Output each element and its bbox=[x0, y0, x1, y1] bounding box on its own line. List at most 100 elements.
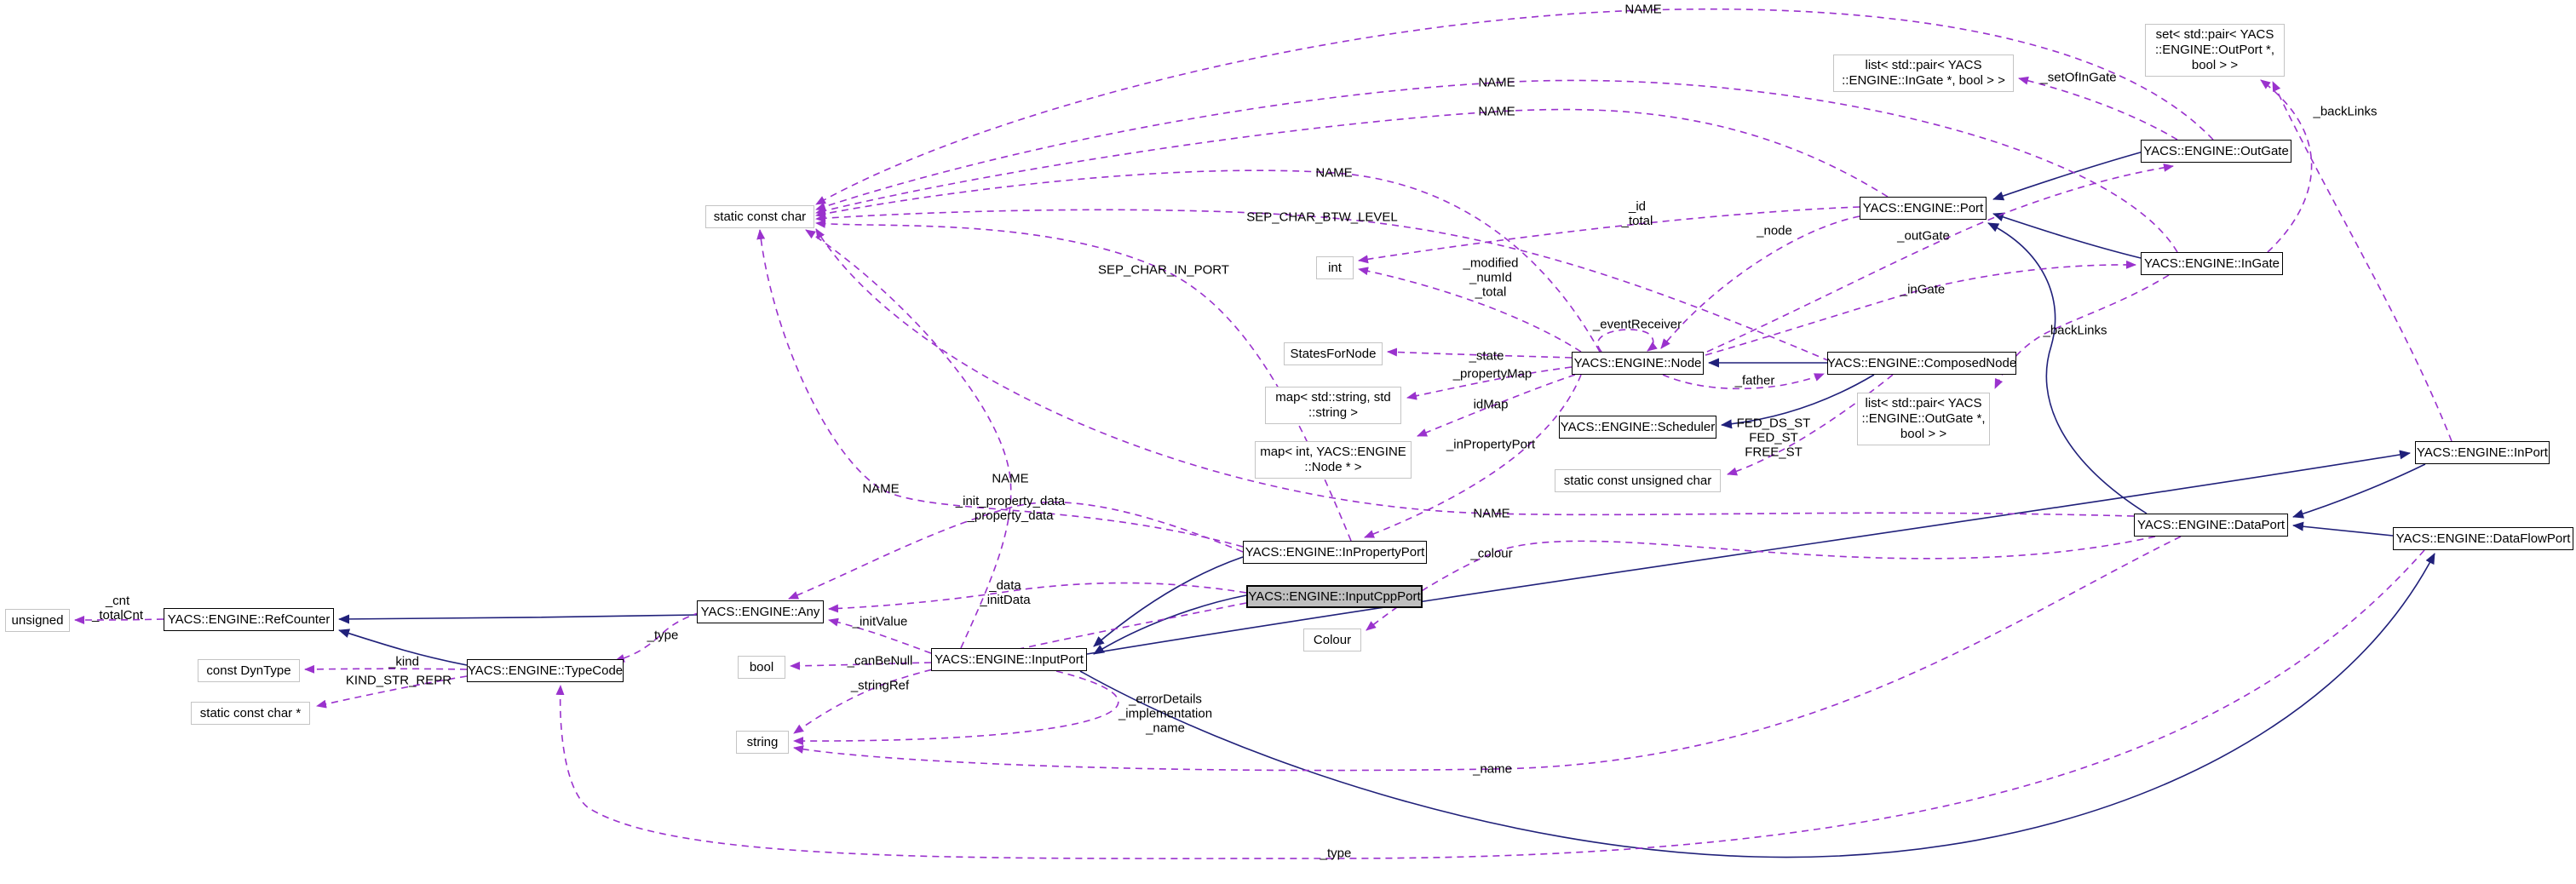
edge-label-modified-numid-total: _modified _numId _total bbox=[1463, 255, 1519, 300]
edge-port-int bbox=[1358, 206, 1860, 264]
edge-any-typecode bbox=[614, 611, 701, 663]
edge-outgate-port bbox=[1992, 151, 2144, 201]
edge-dataport-port bbox=[1987, 222, 2148, 514]
edge-ingate-port bbox=[1992, 212, 2142, 259]
edge-inputport-string bbox=[793, 670, 1119, 746]
edge-composednode-fed bbox=[1727, 374, 1894, 476]
edge-label-type-any: _type bbox=[647, 628, 679, 643]
edge-node-mapintnode bbox=[1417, 374, 1576, 437]
edge-label-propertymap: _propertyMap bbox=[1452, 366, 1532, 382]
edge-label-init-property-data: _init_property_data _property_data bbox=[955, 493, 1066, 523]
edge-outgate-name bbox=[815, 8, 2214, 205]
edge-label-node: _node bbox=[1757, 223, 1792, 238]
edge-inpropertyport-any bbox=[788, 501, 1244, 600]
edge-label-sep-char-btw-level: SEP_CHAR_BTW_LEVEL bbox=[1246, 210, 1398, 225]
edge-inport-dataport bbox=[2292, 463, 2426, 519]
node-typecode[interactable]: YACS::ENGINE::TypeCode bbox=[467, 659, 624, 682]
node-string: string bbox=[736, 731, 789, 754]
edge-inputcppport-string bbox=[793, 602, 1247, 734]
edge-node-statesfornode bbox=[1387, 347, 1573, 359]
edge-node-name bbox=[815, 169, 1601, 353]
edge-dataflowport-typecode bbox=[555, 549, 2425, 859]
node-inpropertyport[interactable]: YACS::ENGINE::InPropertyPort bbox=[1243, 541, 1427, 564]
edge-label-type-dataflowport: _type bbox=[1320, 846, 1352, 861]
edge-label-setofingate: _setOfInGate bbox=[2040, 70, 2117, 85]
edge-label-errordetails-implementation-name: _errorDetails _implementation _name bbox=[1118, 692, 1213, 736]
edge-ingate-name bbox=[815, 79, 2178, 253]
node-list-ingate: list< std::pair< YACS ::ENGINE::InGate *… bbox=[1833, 55, 2014, 92]
edge-label-idmap: idMap bbox=[1473, 397, 1509, 412]
edge-label-name-ingate: NAME bbox=[1478, 75, 1515, 90]
node-static-const-char: static const char bbox=[705, 205, 814, 228]
edge-node-eventreceiver-self bbox=[1596, 329, 1658, 353]
node-node[interactable]: YACS::ENGINE::Node bbox=[1572, 352, 1704, 375]
node-const-dyntype: const DynType bbox=[198, 659, 300, 682]
edge-inputcppport-any bbox=[828, 582, 1247, 613]
edge-label-ingate: _inGate bbox=[1900, 282, 1946, 297]
node-map-int-node: map< int, YACS::ENGINE ::Node * > bbox=[1255, 441, 1412, 479]
edge-inputcppport-inputport bbox=[1093, 594, 1247, 655]
edge-label-name-port: NAME bbox=[1478, 104, 1515, 119]
node-unsigned: unsigned bbox=[5, 609, 70, 632]
edge-label-kind: _kind bbox=[388, 654, 419, 669]
edge-inputport-any bbox=[828, 617, 932, 654]
node-static-const-char-ptr: static const char * bbox=[191, 702, 310, 725]
node-static-const-unsigned-char: static const unsigned char bbox=[1555, 469, 1721, 492]
edge-outgate-setofingate bbox=[2018, 76, 2178, 141]
edge-label-name-node: NAME bbox=[1315, 165, 1353, 181]
edge-label-name-string: _name bbox=[1473, 761, 1512, 777]
node-port[interactable]: YACS::ENGINE::Port bbox=[1860, 197, 1987, 220]
edge-inputport-inport bbox=[1086, 450, 2411, 655]
edge-any-refcounter bbox=[338, 614, 698, 624]
edge-label-backlinks-top: _backLinks bbox=[2313, 104, 2378, 119]
edge-label-canbenull: _canBeNull bbox=[847, 653, 913, 669]
edge-inputport-bool bbox=[790, 661, 932, 670]
edge-typecode-refcounter bbox=[338, 629, 468, 666]
edge-label-name-outgate: NAME bbox=[1624, 2, 1662, 17]
node-ingate[interactable]: YACS::ENGINE::InGate bbox=[2141, 252, 2283, 275]
edge-dataport-name bbox=[815, 228, 2135, 517]
edge-label-colour: _colour bbox=[1470, 546, 1513, 561]
edge-inpropertyport-sep-in-port bbox=[815, 219, 1352, 542]
node-dataport[interactable]: YACS::ENGINE::DataPort bbox=[2134, 514, 2288, 537]
edge-ingate-backlinks-list bbox=[1994, 274, 2170, 389]
edge-composednode-scheduler bbox=[1721, 374, 1875, 429]
edge-label-fed-states: FED_DS_ST FED_ST FREE_ST bbox=[1736, 416, 1811, 460]
node-scheduler[interactable]: YACS::ENGINE::Scheduler bbox=[1559, 416, 1716, 439]
node-list-outgate: list< std::pair< YACS ::ENGINE::OutGate … bbox=[1857, 393, 1990, 445]
node-refcounter[interactable]: YACS::ENGINE::RefCounter bbox=[164, 608, 334, 631]
edge-label-name-inpropertyport: NAME bbox=[862, 481, 900, 497]
node-inport[interactable]: YACS::ENGINE::InPort bbox=[2415, 441, 2550, 464]
edge-inpropertyport-inputport bbox=[1093, 556, 1244, 647]
edge-label-eventreceiver: _eventReceiver bbox=[1592, 317, 1682, 332]
edge-typecode-charptr bbox=[316, 675, 468, 709]
edge-label-stringref: _stringRef bbox=[850, 678, 910, 693]
node-colour: Colour bbox=[1303, 629, 1361, 652]
edge-label-kind-str-repr: KIND_STR_REPR bbox=[345, 673, 452, 688]
edge-dataflowport-dataport bbox=[2292, 521, 2394, 537]
edge-node-mapstring bbox=[1406, 366, 1573, 400]
edge-ingate-backlinks-set bbox=[2260, 79, 2313, 253]
node-inputport[interactable]: YACS::ENGINE::InputPort bbox=[931, 648, 1087, 671]
edge-label-cnt-totalcnt: _cnt _totalCnt bbox=[91, 593, 144, 623]
edge-label-state: _state bbox=[1469, 348, 1504, 364]
edge-label-sep-char-in-port: SEP_CHAR_IN_PORT bbox=[1098, 262, 1229, 278]
edge-node-int bbox=[1358, 267, 1582, 353]
edge-node-outgate bbox=[1706, 163, 2174, 353]
node-composednode[interactable]: YACS::ENGINE::ComposedNode bbox=[1827, 352, 2016, 375]
edge-node-father bbox=[1662, 373, 1825, 390]
edge-node-ingate bbox=[1705, 260, 2136, 356]
node-inputcppport: YACS::ENGINE::InputCppPort bbox=[1246, 585, 1423, 608]
edge-label-data-initdata: _data _initData bbox=[980, 577, 1031, 607]
edge-label-initvalue: _initValue bbox=[852, 614, 908, 629]
edge-port-name bbox=[815, 108, 1889, 215]
node-set-outport: set< std::pair< YACS ::ENGINE::OutPort *… bbox=[2145, 24, 2285, 77]
node-outgate[interactable]: YACS::ENGINE::OutGate bbox=[2141, 140, 2291, 163]
node-any[interactable]: YACS::ENGINE::Any bbox=[697, 600, 824, 623]
node-dataflowport[interactable]: YACS::ENGINE::DataFlowPort bbox=[2393, 527, 2573, 550]
node-int: int bbox=[1316, 256, 1354, 279]
edge-label-inpropertyport: _inPropertyPort bbox=[1446, 437, 1536, 452]
edge-label-name-inputport: NAME bbox=[992, 471, 1029, 486]
